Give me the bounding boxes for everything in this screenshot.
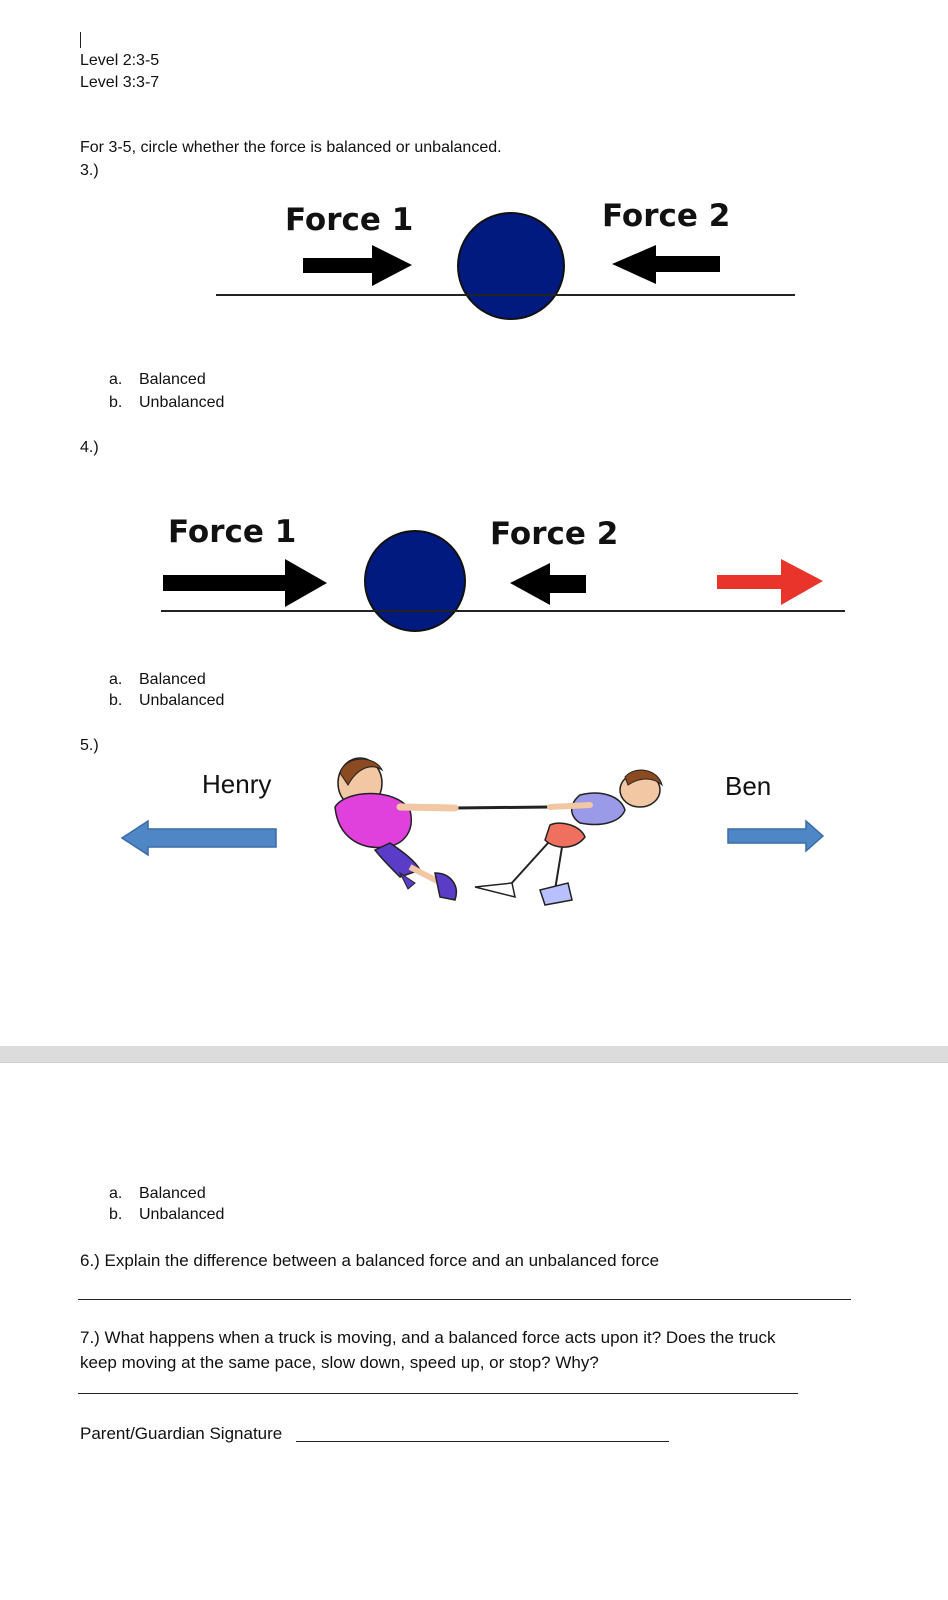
force-1-label: Force 1 — [285, 202, 413, 238]
q4-option-a[interactable]: Balanced — [139, 671, 206, 688]
henry-figure — [334, 757, 459, 901]
q3-option-b[interactable]: Unbalanced — [139, 394, 225, 411]
question-4-number: 4.) — [80, 439, 99, 456]
ben-force-arrow — [727, 819, 825, 853]
force-2-arrow — [510, 563, 586, 605]
level-2-range: Level 2:3-5 — [80, 52, 160, 69]
signature-line[interactable] — [296, 1441, 669, 1442]
force-1-label: Force 1 — [168, 514, 296, 550]
q5-option-b[interactable]: Unbalanced — [139, 1206, 225, 1223]
force-2-label: Force 2 — [490, 516, 618, 552]
henry-label: Henry — [202, 769, 271, 799]
question-4-force-diagram: Force 1 Force 2 — [161, 514, 845, 632]
ben-figure — [474, 769, 663, 906]
rope — [454, 805, 551, 810]
q3-option-a-letter: a. — [109, 371, 123, 388]
force-1-arrow — [303, 245, 412, 286]
q3-option-a[interactable]: Balanced — [139, 371, 206, 388]
question-6: 6.) Explain the difference between a bal… — [80, 1251, 660, 1270]
net-force-arrow — [717, 559, 823, 605]
question-5-tug-of-war: Henry Ben — [120, 757, 825, 906]
question-7-line-2: keep moving at the same pace, slow down,… — [80, 1353, 599, 1372]
ball — [457, 212, 565, 320]
signature-label: Parent/Guardian Signature — [80, 1424, 283, 1443]
question-3-number: 3.) — [80, 162, 99, 179]
question-7-answer-line[interactable] — [78, 1393, 798, 1394]
page-break — [0, 1046, 948, 1063]
q3-option-b-letter: b. — [109, 394, 123, 411]
henry-force-arrow — [120, 819, 277, 857]
instructions: For 3-5, circle whether the force is bal… — [80, 139, 502, 156]
q5-option-b-letter: b. — [109, 1206, 123, 1223]
q4-option-a-letter: a. — [109, 671, 123, 688]
ben-label: Ben — [725, 771, 771, 801]
q5-option-a-letter: a. — [109, 1185, 123, 1202]
q4-option-b[interactable]: Unbalanced — [139, 692, 225, 709]
force-1-arrow — [163, 559, 327, 607]
force-2-label: Force 2 — [602, 198, 730, 234]
level-3-range: Level 3:3-7 — [80, 74, 160, 91]
force-2-arrow — [612, 245, 720, 284]
question-3-force-diagram: Force 1 Force 2 — [216, 198, 795, 320]
ball — [364, 530, 466, 632]
q4-option-b-letter: b. — [109, 692, 123, 709]
question-6-answer-line[interactable] — [78, 1299, 851, 1300]
question-5-number: 5.) — [80, 737, 99, 754]
text-cursor — [80, 32, 81, 48]
q5-option-a[interactable]: Balanced — [139, 1185, 206, 1202]
question-7-line-1: 7.) What happens when a truck is moving,… — [80, 1328, 776, 1347]
